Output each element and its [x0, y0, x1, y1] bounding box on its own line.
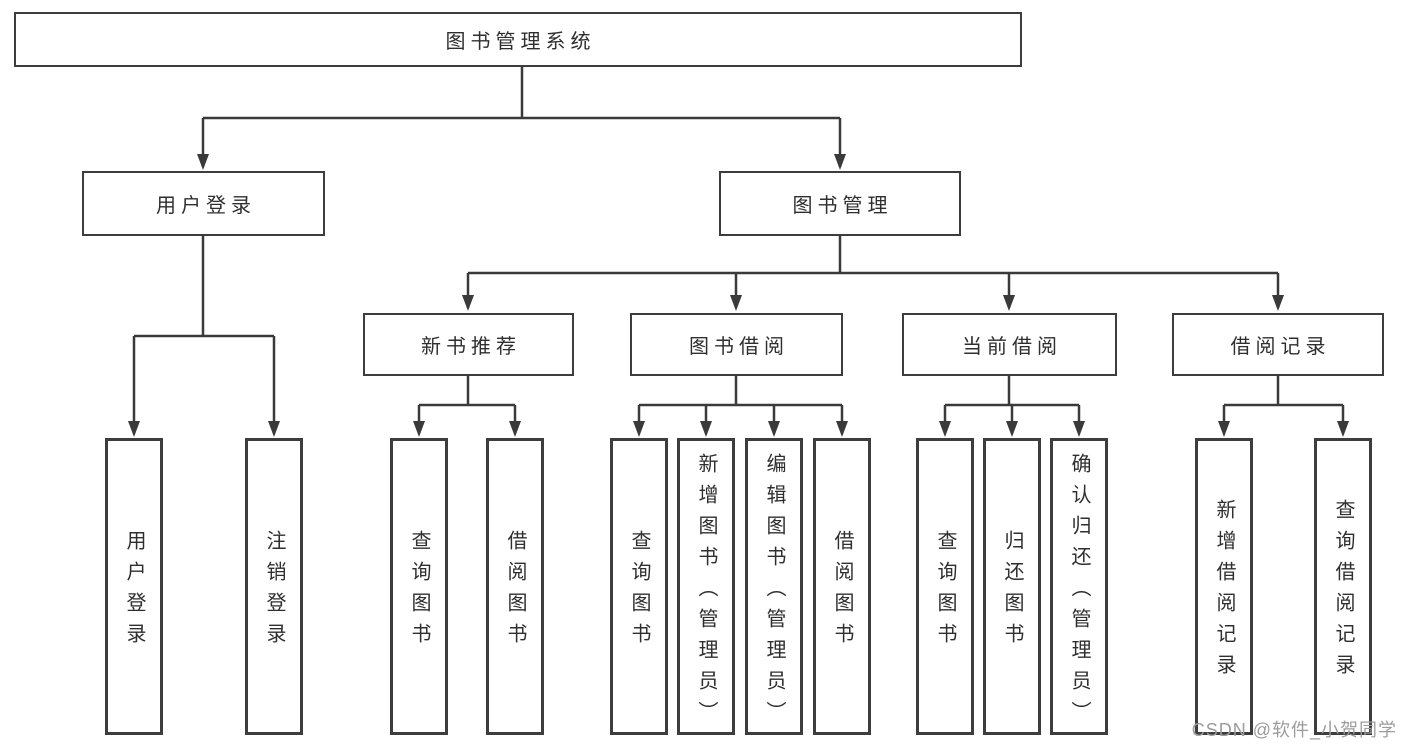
leaf-borrow-edit-books-admin: 编辑图书（管理员） [745, 438, 803, 735]
node-book-management: 图书管理 [719, 171, 961, 236]
node-book-borrow: 图书借阅 [630, 313, 843, 376]
leaf-logout-label: 注销登录 [263, 530, 285, 654]
leaf-records-query-record-label: 查询借阅记录 [1332, 499, 1354, 685]
connector-book-management-children [462, 236, 1284, 311]
leaf-current-query-books: 查询图书 [916, 438, 974, 735]
node-borrow-records-label: 借阅记录 [1230, 336, 1331, 358]
leaf-current-query-books-label: 查询图书 [934, 530, 956, 654]
node-root-system: 图书管理系统 [14, 12, 1022, 67]
leaf-current-confirm-return-admin: 确认归还（管理员） [1050, 438, 1108, 735]
leaf-newrec-borrow-books: 借阅图书 [486, 438, 544, 735]
connector-book-borrow-children [633, 376, 848, 437]
connector-current-borrow-children [939, 376, 1085, 437]
leaf-current-return-books: 归还图书 [983, 438, 1041, 735]
leaf-newrec-query-books: 查询图书 [390, 438, 448, 735]
leaf-borrow-borrow-books: 借阅图书 [813, 438, 871, 735]
node-user-login: 用户登录 [82, 171, 325, 236]
connector-borrow-records-children [1218, 376, 1349, 437]
node-new-book-recommend: 新书推荐 [363, 313, 574, 376]
connector-user-login-children [128, 236, 280, 437]
node-borrow-records: 借阅记录 [1172, 313, 1384, 376]
leaf-borrow-borrow-books-label: 借阅图书 [831, 530, 853, 654]
csdn-watermark: CSDN @软件_小贺同学 [1191, 720, 1397, 740]
connector-new-book-children [413, 376, 521, 437]
node-current-borrow-label: 当前借阅 [962, 336, 1062, 358]
leaf-borrow-edit-books-admin-label: 编辑图书（管理员） [763, 452, 785, 732]
node-current-borrow: 当前借阅 [902, 313, 1117, 376]
leaf-user-login-label: 用户登录 [123, 530, 145, 654]
node-new-book-recommend-label: 新书推荐 [421, 336, 521, 358]
leaf-records-add-record: 新增借阅记录 [1195, 438, 1253, 735]
leaf-user-login: 用户登录 [105, 438, 163, 735]
leaf-borrow-query-books-label: 查询图书 [628, 530, 650, 654]
leaf-logout: 注销登录 [245, 438, 303, 735]
leaf-records-add-record-label: 新增借阅记录 [1213, 499, 1235, 685]
connector-root-to-level2 [197, 67, 846, 170]
leaf-newrec-query-books-label: 查询图书 [408, 530, 430, 654]
node-book-management-label: 图书管理 [792, 195, 893, 217]
node-root-label: 图书管理系统 [445, 31, 596, 53]
leaf-current-return-books-label: 归还图书 [1001, 530, 1023, 654]
leaf-newrec-borrow-books-label: 借阅图书 [504, 530, 526, 654]
leaf-borrow-add-books-admin-label: 新增图书（管理员） [695, 452, 717, 732]
leaf-borrow-add-books-admin: 新增图书（管理员） [677, 438, 735, 735]
node-user-login-label: 用户登录 [156, 195, 256, 217]
leaf-current-confirm-return-admin-label: 确认归还（管理员） [1068, 452, 1090, 732]
node-book-borrow-label: 图书借阅 [689, 336, 789, 358]
leaf-records-query-record: 查询借阅记录 [1314, 438, 1372, 735]
leaf-borrow-query-books: 查询图书 [610, 438, 668, 735]
